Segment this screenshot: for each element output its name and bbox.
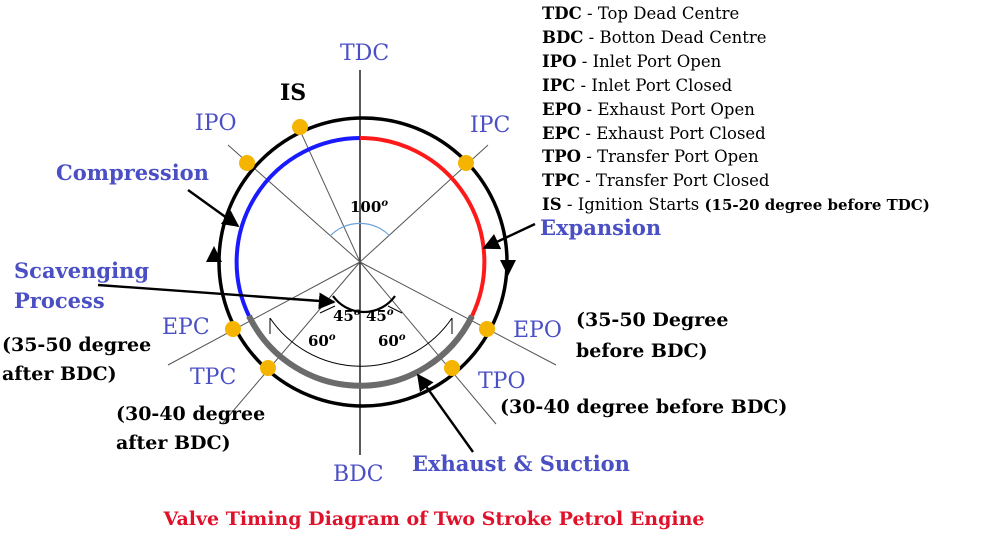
angle-100-label: 100o	[350, 198, 388, 216]
tpo-note: (30-40 degree before BDC)	[500, 396, 787, 418]
legend-abbr: IPC	[542, 75, 576, 95]
epc-dot	[225, 321, 241, 337]
expansion-pointer-arrow	[482, 222, 536, 250]
ipc-label: IPC	[470, 113, 510, 138]
legend-text: Transfer Port Closed	[595, 171, 770, 191]
legend-abbr: IPO	[542, 51, 577, 71]
epo-note-line2: before BDC)	[576, 340, 708, 362]
legend-sep: -	[576, 51, 593, 71]
legend-text: Ignition Starts	[577, 195, 700, 215]
legend-sep: -	[583, 27, 600, 47]
legend-text: Botton Dead Centre	[599, 27, 767, 47]
legend-row: EPO - Exhaust Port Open	[542, 98, 982, 122]
epc-note-line2: after BDC)	[2, 363, 117, 385]
exhaust-suction-label: Exhaust & Suction	[412, 451, 630, 476]
is-label: IS	[280, 80, 306, 106]
legend-abbr: TPO	[542, 147, 582, 167]
angle-45-right-label: 45o	[366, 307, 394, 325]
legend-sep: -	[581, 147, 598, 167]
scavenging-label-line1: Scavenging	[14, 258, 149, 283]
tpc-note-line2: after BDC)	[116, 432, 231, 454]
rotation-arrow-left	[206, 246, 222, 262]
scavenging-arc	[332, 295, 396, 314]
epc-radial-line	[167, 261, 361, 366]
angle-60-arc	[269, 317, 453, 367]
bdc-label: BDC	[333, 462, 384, 487]
legend-abbr: EPC	[542, 123, 581, 143]
tpc-radial-line	[221, 261, 361, 425]
ipo-label: IPO	[195, 111, 237, 136]
legend-text: Exhaust Port Closed	[596, 123, 766, 143]
legend-text: Top Dead Centre	[597, 4, 740, 23]
expansion-arc	[359, 135, 487, 317]
legend-text: Exhaust Port Open	[597, 99, 755, 119]
legend-note: (15-20 degree before TDC)	[704, 196, 930, 215]
legend-row: TPC - Transfer Port Closed	[542, 169, 982, 193]
epo-note-line1: (35-50 Degree	[576, 309, 728, 331]
epo-dot	[479, 321, 495, 337]
legend-abbr: EPO	[542, 99, 582, 119]
rotation-arrow-right	[500, 260, 516, 276]
legend-abbr: TPC	[542, 171, 580, 191]
tpc-note-line1: (30-40 degree	[116, 403, 265, 425]
expansion-label: Expansion	[540, 215, 661, 240]
legend-sep: -	[580, 123, 597, 143]
angle-100-arc	[329, 222, 391, 237]
is-dot	[292, 119, 308, 135]
tpo-dot	[444, 360, 460, 376]
tdc-label: TDC	[340, 41, 389, 66]
legend-row: EPC - Exhaust Port Closed	[542, 122, 982, 146]
exhaust-suction-arc	[246, 314, 475, 389]
legend-text: Inlet Port Open	[592, 51, 722, 71]
epc-label: EPC	[162, 315, 210, 340]
ipo-dot	[239, 155, 255, 171]
compression-pointer-arrow	[187, 189, 240, 227]
exhaust-suction-pointer-arrow	[417, 373, 474, 453]
tpc-dot	[260, 360, 276, 376]
epo-radial-line	[359, 261, 557, 366]
epc-note-line1: (35-50 degree	[2, 334, 151, 356]
ipc-dot	[458, 155, 474, 171]
legend-row: TPO - Transfer Port Open	[542, 145, 982, 169]
legend-abbr: IS	[542, 195, 562, 215]
tpc-label: TPC	[190, 365, 236, 390]
tpo-label: TPO	[478, 369, 526, 394]
angle-45-right-tick	[387, 305, 403, 314]
angle-60-right-label: 60o	[378, 332, 406, 350]
legend-row: BDC - Botton Dead Centre	[542, 26, 982, 50]
abbreviation-legend: TDC - Top Dead Centre BDC - Botton Dead …	[542, 2, 982, 218]
angle-60-left-label: 60o	[308, 332, 336, 350]
is-radial-line	[297, 125, 361, 263]
compression-label: Compression	[56, 160, 209, 185]
scavenging-label-line2: Process	[14, 288, 105, 313]
legend-text: Inlet Port Closed	[591, 75, 733, 95]
legend-sep: -	[581, 4, 598, 23]
diagram-caption: Valve Timing Diagram of Two Stroke Petro…	[163, 508, 705, 530]
legend-row: TDC - Top Dead Centre	[542, 2, 982, 26]
legend-row: IPC - Inlet Port Closed	[542, 74, 982, 98]
legend-sep: -	[575, 75, 592, 95]
legend-sep: -	[561, 195, 578, 215]
scavenging-pointer-arrow	[97, 283, 336, 310]
legend-sep: -	[579, 171, 596, 191]
compression-arc	[234, 136, 361, 317]
legend-row: IPO - Inlet Port Open	[542, 50, 982, 74]
legend-abbr: TDC	[542, 4, 582, 23]
epo-label: EPO	[513, 318, 562, 343]
legend-abbr: BDC	[542, 27, 584, 47]
legend-sep: -	[581, 99, 598, 119]
legend-text: Transfer Port Open	[597, 147, 759, 167]
angle-45-left-label: 45o	[333, 307, 361, 325]
legend-row: IS - Ignition Starts (15-20 degree befor…	[542, 193, 982, 218]
